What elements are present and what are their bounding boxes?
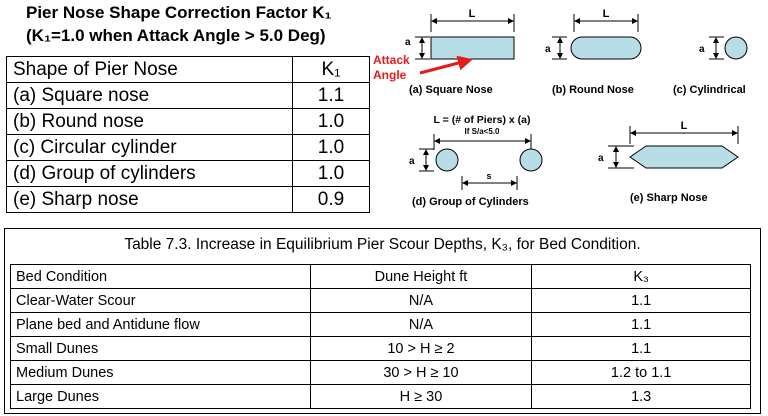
column-header: K₁ (292, 56, 370, 83)
caption-group-of-cylinders: (d) Group of Cylinders (412, 196, 529, 208)
table-cell: (d) Group of cylinders (6, 160, 293, 187)
dimension-label-a: a (409, 156, 415, 167)
attack-angle-label: Angle (373, 68, 407, 82)
table-cell: N/A (309, 288, 533, 313)
k3-table: Bed Condition Dune Height ft K₃ Clear-Wa… (10, 264, 751, 409)
cylinder-shape (724, 36, 748, 60)
table-cell: Medium Dunes (10, 360, 311, 385)
pier-nose-diagram: L L L a a a a a s Attack Angle (a) Squar… (373, 8, 748, 208)
group-cylinder-shape (519, 148, 543, 172)
table-cell: 1.1 (531, 288, 751, 313)
title-line-1: Pier Nose Shape Correction Factor K₁ (26, 3, 332, 22)
table-cell: Large Dunes (10, 384, 311, 409)
dimension-label-L: L (681, 120, 688, 132)
table-cell: 1.0 (292, 134, 370, 161)
table-row: Medium Dunes 30 > H ≥ 10 1.2 to 1.1 (10, 360, 751, 385)
attack-angle-arrow (419, 55, 473, 75)
table-header-row: Bed Condition Dune Height ft K₃ (10, 264, 751, 289)
table-row: Small Dunes 10 > H ≥ 2 1.1 (10, 336, 751, 361)
table-cell: 1.1 (292, 82, 370, 109)
table-cell: Clear-Water Scour (10, 288, 311, 313)
table-row: Large Dunes H ≥ 30 1.3 (10, 384, 751, 409)
table-cell: 1.0 (292, 108, 370, 135)
dimension-label-a: a (699, 44, 705, 55)
table-cell: H ≥ 30 (309, 384, 533, 409)
table-cell: 1.2 to 1.1 (531, 360, 751, 385)
dimension-label-L: L (603, 8, 610, 20)
sharp-nose-shape (629, 145, 739, 169)
table-cell: (e) Sharp nose (6, 186, 293, 213)
caption-square-nose: (a) Square Nose (409, 84, 493, 96)
table-cell: 1.1 (531, 312, 751, 337)
k1-table: Shape of Pier Nose K₁ (a) Square nose 1.… (6, 56, 370, 213)
dimension-label-a: a (405, 37, 411, 48)
column-header: K₃ (531, 264, 751, 289)
table-row: (b) Round nose 1.0 (6, 108, 370, 135)
table-header-row: Shape of Pier Nose K₁ (6, 56, 370, 83)
group-condition: If S/a<5.0 (465, 127, 500, 136)
table-row: (d) Group of cylinders 1.0 (6, 160, 370, 187)
dimension-label-L: L (469, 8, 476, 20)
k3-table-frame (4, 228, 761, 414)
group-cylinder-shape (435, 148, 459, 172)
table-cell: 10 > H ≥ 2 (309, 336, 533, 361)
column-header: Dune Height ft (309, 264, 533, 289)
table-row: (e) Sharp nose 0.9 (6, 186, 370, 213)
table-cell: 1.3 (531, 384, 751, 409)
caption-round-nose: (b) Round Nose (552, 84, 634, 96)
k3-table-title: Table 7.3. Increase in Equilibrium Pier … (124, 236, 641, 253)
attack-angle-label: Attack (373, 53, 410, 67)
table-cell: N/A (309, 312, 533, 337)
table-cell: 1.1 (531, 336, 751, 361)
dimension-label-s: s (486, 171, 491, 181)
table-row: Plane bed and Antidune flow N/A 1.1 (10, 312, 751, 337)
table-row: (c) Circular cylinder 1.0 (6, 134, 370, 161)
table-cell: 1.0 (292, 160, 370, 187)
table-cell: (a) Square nose (6, 82, 293, 109)
table-cell: (c) Circular cylinder (6, 134, 293, 161)
column-header: Bed Condition (10, 264, 311, 289)
column-header: Shape of Pier Nose (6, 56, 293, 83)
dimension-label-a: a (545, 44, 551, 55)
table-row: Clear-Water Scour N/A 1.1 (10, 288, 751, 313)
caption-cylindrical: (c) Cylindrical (673, 84, 746, 96)
table-cell: Small Dunes (10, 336, 311, 361)
table-cell: (b) Round nose (6, 108, 293, 135)
table-row: (a) Square nose 1.1 (6, 82, 370, 109)
group-formula: L = (# of Piers) x (a) (434, 114, 531, 126)
caption-sharp-nose: (e) Sharp Nose (630, 192, 708, 204)
square-nose-shape (430, 36, 515, 60)
table-cell: 30 > H ≥ 10 (309, 360, 533, 385)
dimension-label-a: a (598, 153, 604, 164)
table-cell: 0.9 (292, 186, 370, 213)
table-cell: Plane bed and Antidune flow (10, 312, 311, 337)
title-line-2: (K₁=1.0 when Attack Angle > 5.0 Deg) (26, 26, 326, 45)
round-nose-shape (570, 36, 642, 60)
